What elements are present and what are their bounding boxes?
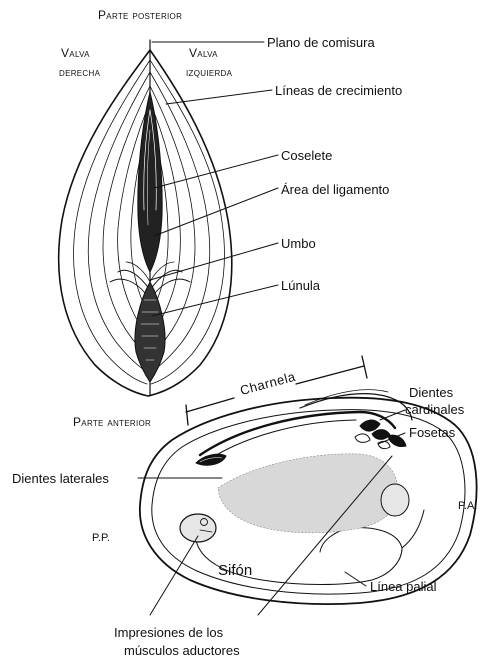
label-valva-izquierda-2: izquierda [186, 68, 232, 79]
label-dientes-cardinales-1: Dientes [409, 386, 453, 399]
label-lineas-crecimiento: Líneas de crecimiento [275, 84, 402, 97]
label-plano-comisura: Plano de comisura [267, 36, 375, 49]
label-linea-palial: Línea palial [370, 580, 437, 593]
label-fosetas: Fosetas [409, 426, 455, 439]
label-dientes-laterales: Dientes laterales [12, 472, 109, 485]
label-coselete: Coselete [281, 149, 332, 162]
label-parte-anterior: Parte anterior [73, 416, 151, 428]
label-sifon: Sifón [218, 563, 252, 578]
label-parte-posterior: Parte posterior [98, 9, 182, 21]
label-pp: P.P. [92, 533, 110, 544]
label-dientes-cardinales-2: cardinales [405, 403, 464, 416]
label-valva-izquierda-1: Valva [189, 47, 218, 59]
label-umbo: Umbo [281, 237, 316, 250]
label-valva-derecha-1: Valva [61, 47, 90, 59]
label-valva-derecha-2: derecha [59, 68, 100, 79]
dorsal-view-shell [59, 40, 232, 396]
label-impresiones-2: músculos aductores [124, 644, 240, 657]
label-lunula: Lúnula [281, 279, 320, 292]
charnela-bracket [186, 356, 367, 425]
label-impresiones-1: Impresiones de los [114, 626, 223, 639]
label-area-ligamento: Área del ligamento [281, 183, 389, 196]
label-pa: P.A. [458, 501, 477, 512]
interior-view-valve [140, 390, 477, 604]
